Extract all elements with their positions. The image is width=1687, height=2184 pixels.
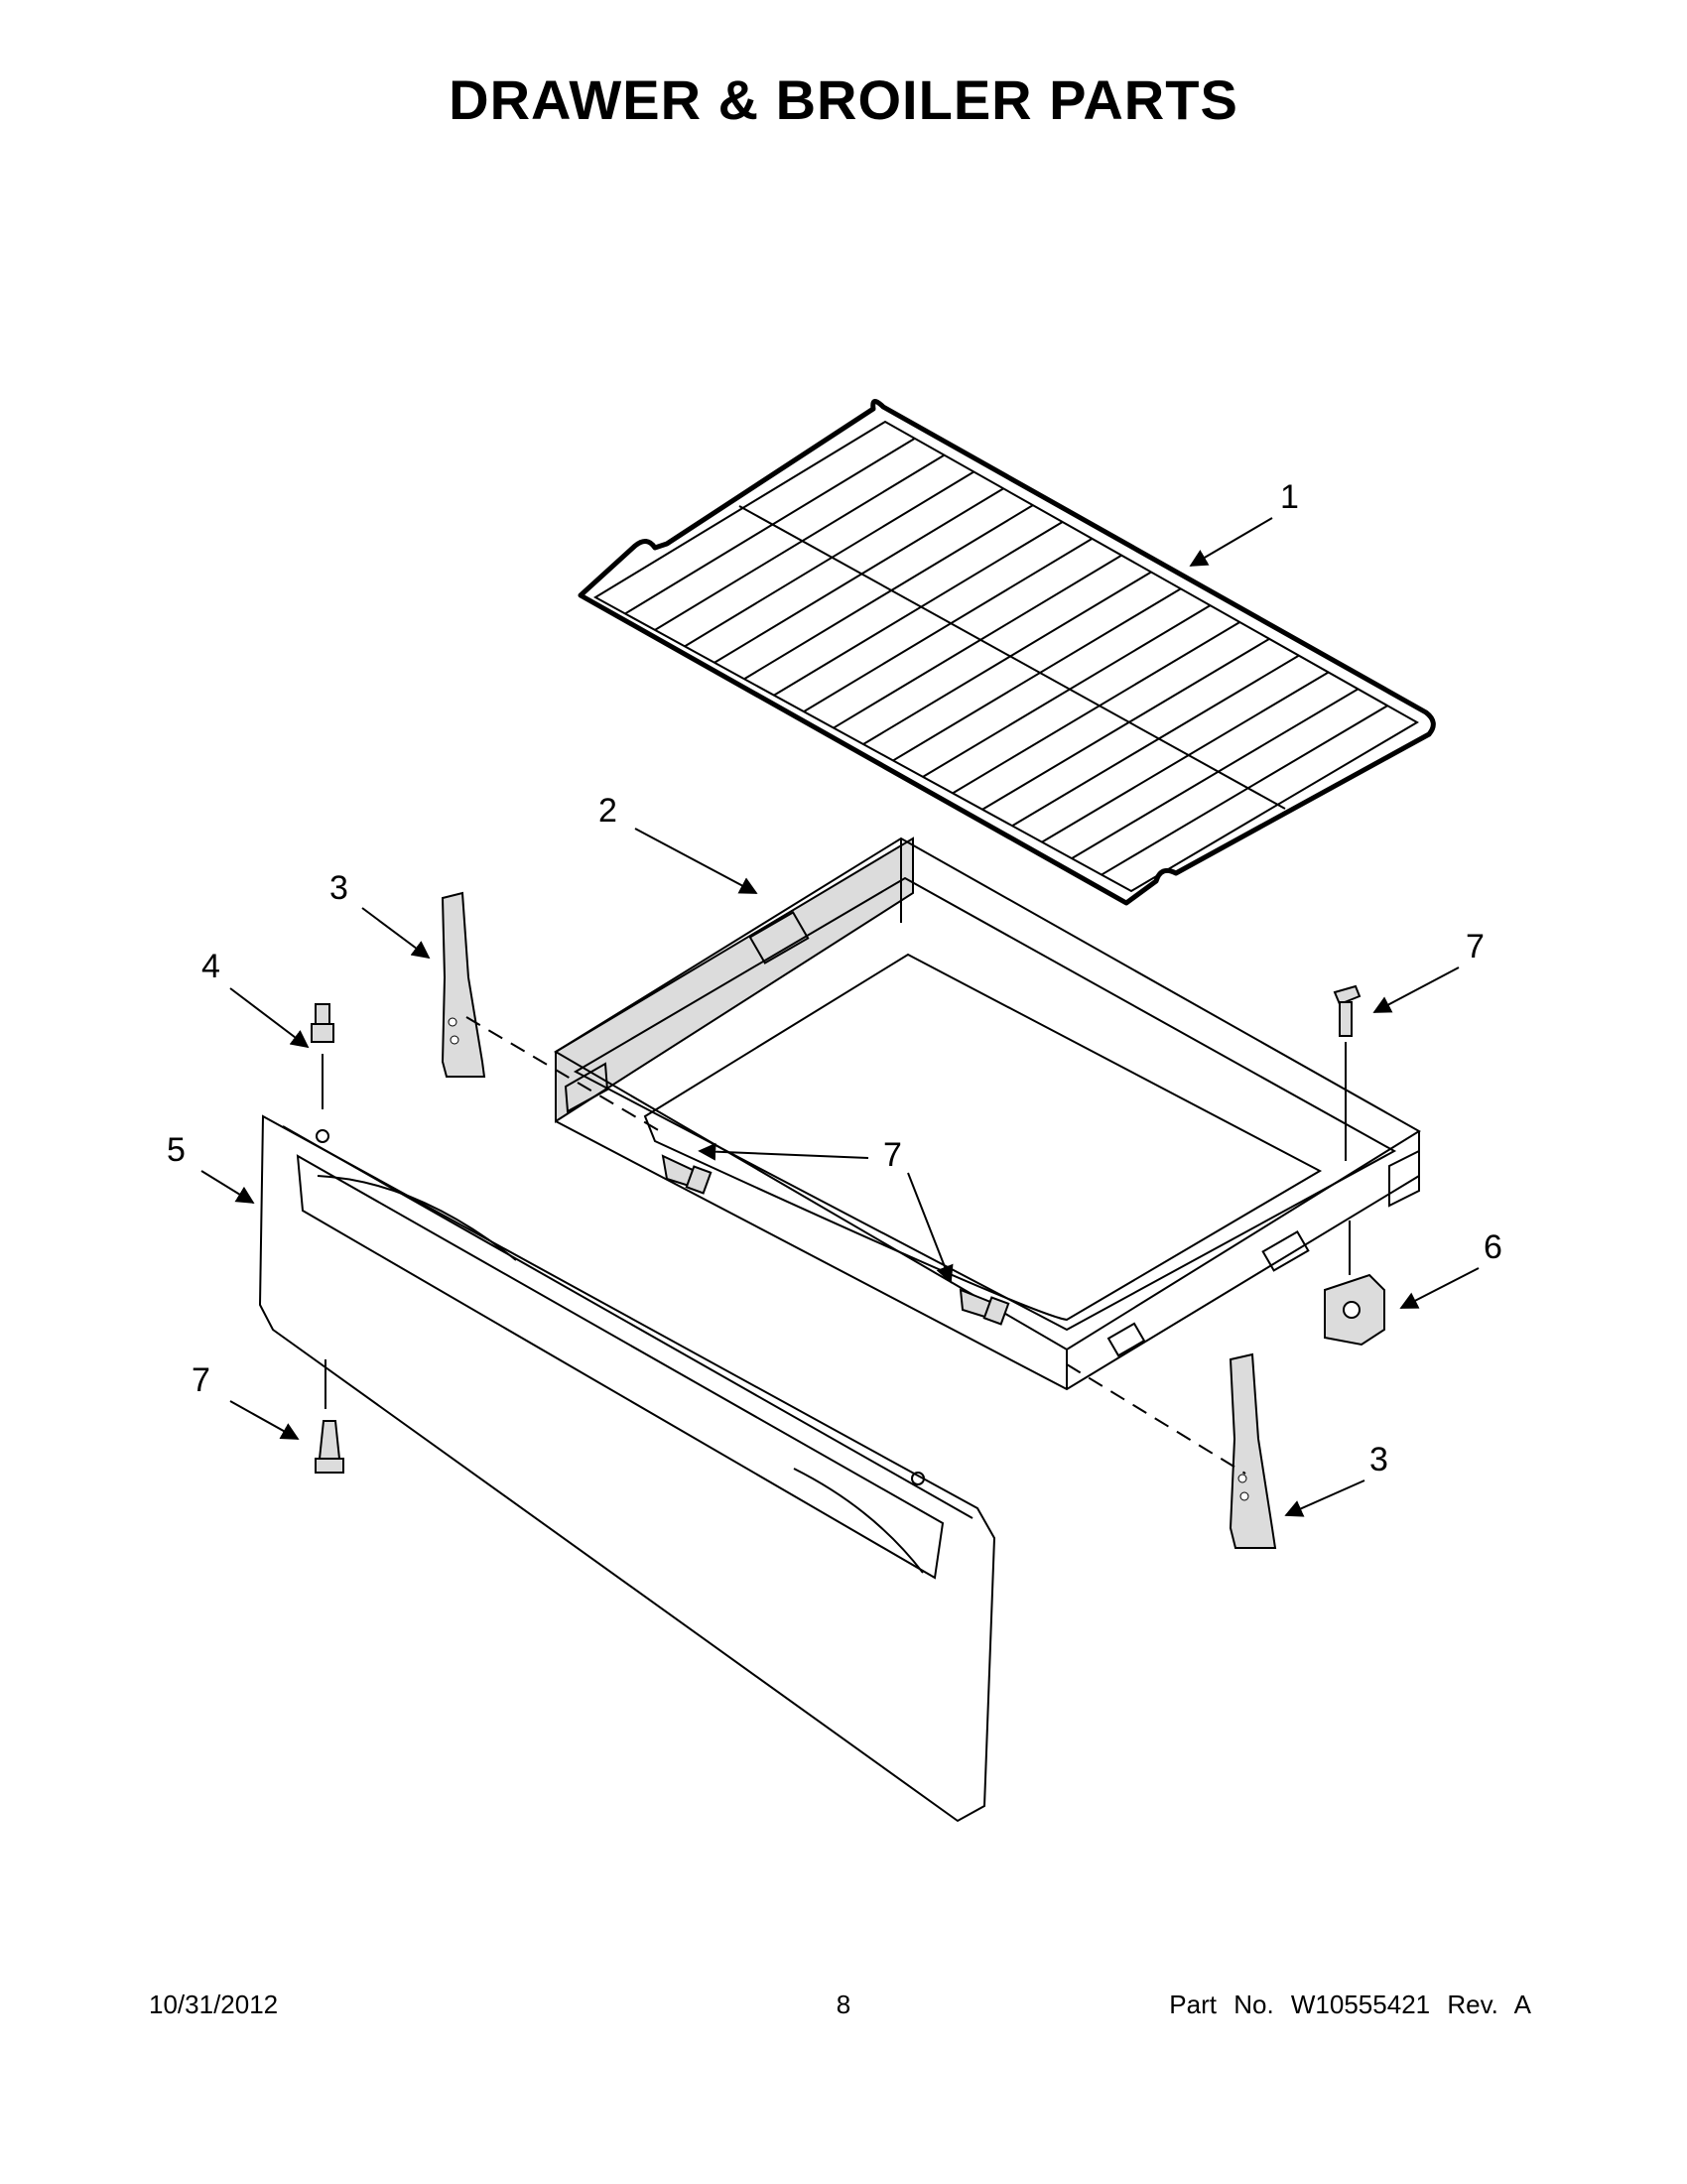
drawer-front bbox=[258, 1114, 996, 1823]
screw-center-lower bbox=[959, 1288, 1010, 1326]
callout-numbers: 1 2 3 3 4 5 6 7 7 7 bbox=[167, 478, 1502, 1478]
rack-bar bbox=[833, 554, 1122, 729]
callout-4: 4 bbox=[201, 948, 220, 985]
assembly-lines bbox=[322, 1016, 1351, 1475]
callout-1: 1 bbox=[1280, 478, 1299, 516]
anti-tip-bracket bbox=[1324, 1273, 1385, 1347]
footer-date: 10/31/2012 bbox=[149, 1990, 279, 2019]
drawer-glide-left bbox=[441, 891, 486, 1078]
leader-lines bbox=[200, 517, 1480, 1517]
footer-page-number: 8 bbox=[836, 1990, 851, 2019]
footer-part-number: Part No. W10555421 Rev. A bbox=[1169, 1990, 1531, 2019]
screw-right bbox=[1333, 984, 1362, 1037]
rack-bar bbox=[803, 537, 1093, 712]
rack-bar bbox=[1011, 654, 1300, 828]
rack-bar bbox=[981, 637, 1270, 811]
screw-center-upper bbox=[661, 1154, 713, 1195]
screw-lower-left bbox=[315, 1420, 344, 1474]
rack-bar bbox=[624, 437, 916, 615]
page-title: DRAWER & BROILER PARTS bbox=[449, 68, 1238, 131]
drawer-glide-right bbox=[1229, 1352, 1277, 1549]
rack-bar bbox=[1101, 705, 1388, 876]
rack-bar bbox=[1071, 688, 1359, 859]
broiler-rack bbox=[578, 399, 1436, 906]
callout-5: 5 bbox=[167, 1131, 186, 1169]
drawer-stud bbox=[311, 1003, 334, 1043]
callout-3-left: 3 bbox=[329, 869, 348, 907]
callout-7-center: 7 bbox=[883, 1136, 902, 1174]
rack-bar bbox=[773, 521, 1064, 697]
rack-bar bbox=[654, 453, 946, 631]
rack-bar bbox=[684, 470, 974, 648]
callout-2: 2 bbox=[598, 792, 617, 830]
callout-3-right: 3 bbox=[1369, 1441, 1388, 1478]
rack-bar bbox=[922, 604, 1212, 778]
callout-6: 6 bbox=[1484, 1228, 1502, 1266]
rack-bar bbox=[1041, 671, 1330, 843]
rack-bar bbox=[862, 571, 1152, 745]
rack-bar bbox=[743, 504, 1034, 681]
rack-bar bbox=[952, 621, 1240, 795]
callout-7-lower-left: 7 bbox=[192, 1361, 210, 1399]
callout-7-right: 7 bbox=[1466, 928, 1485, 965]
drawer-body bbox=[554, 836, 1421, 1391]
rack-bar bbox=[714, 487, 1004, 664]
rack-bar bbox=[892, 587, 1182, 762]
